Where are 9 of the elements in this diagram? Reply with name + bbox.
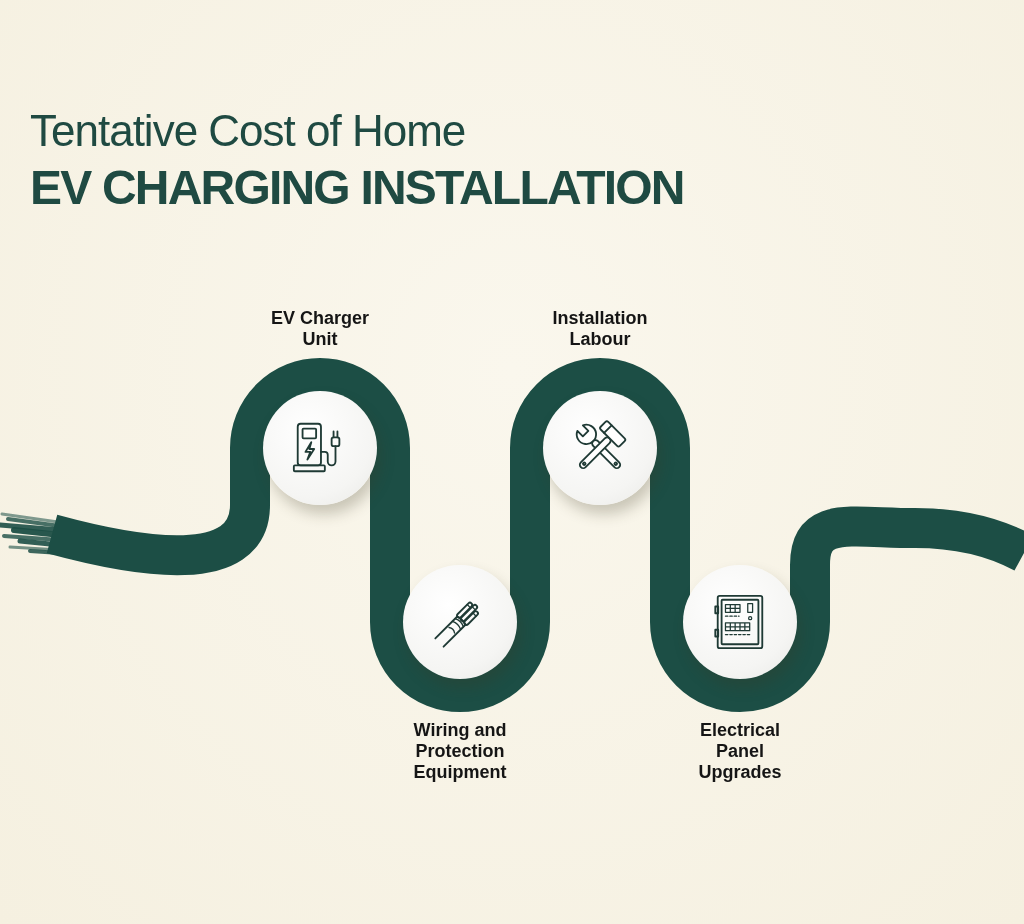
step-label: Installation Labour bbox=[551, 308, 649, 350]
step-label: EV Charger Unit bbox=[269, 308, 370, 350]
title-heading: Tentative Cost of Home EV CHARGING INSTALLATION bbox=[30, 105, 684, 216]
road-connector bbox=[790, 506, 1024, 571]
road-connector bbox=[650, 505, 690, 565]
road-connector bbox=[510, 505, 550, 565]
step-label: Wiring and Protection Equipment bbox=[412, 720, 508, 783]
step-label: Electrical Panel Upgrades bbox=[697, 720, 783, 783]
road-connector bbox=[370, 505, 410, 565]
